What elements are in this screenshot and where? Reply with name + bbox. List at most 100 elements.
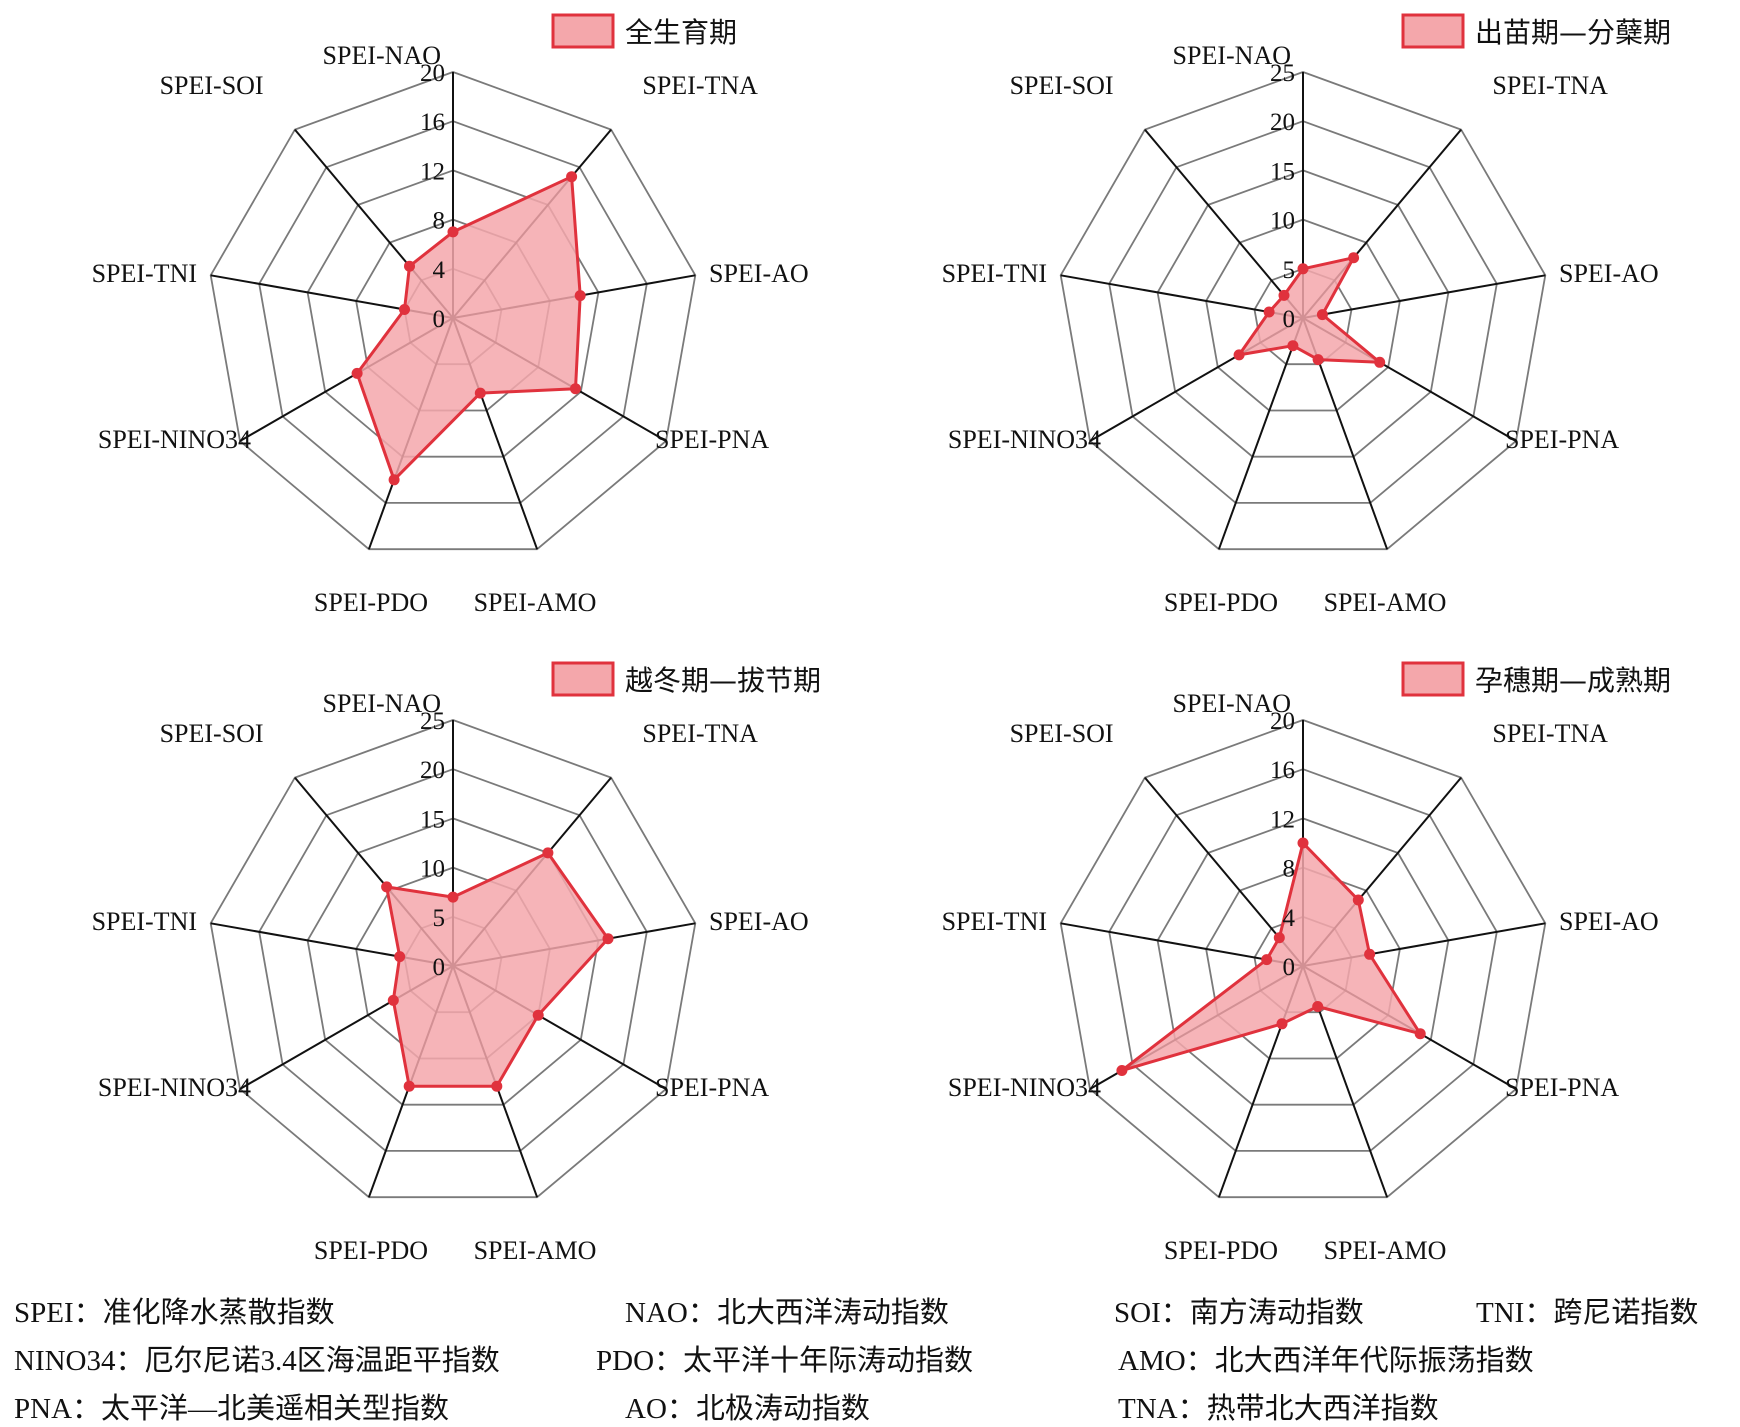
- data-point-spei-ao: [1364, 948, 1376, 960]
- tick-label: 0: [433, 306, 446, 333]
- axis-label-spei-ao: SPEI-AO: [709, 259, 809, 288]
- data-point-spei-amo: [1312, 354, 1324, 366]
- legend-label: 孕穗期—成熟期: [1475, 664, 1671, 697]
- grid-ring: [258, 768, 648, 1152]
- radar-chart-1: 048121620SPEI-NAOSPEI-TNASPEI-AOSPEI-PNA…: [92, 13, 809, 617]
- spoke-spei-soi: [1144, 128, 1304, 319]
- tick-label: 8: [433, 208, 446, 235]
- tick-label: 10: [1270, 208, 1295, 235]
- data-point-spei-ao: [574, 290, 586, 302]
- tick-label: 25: [420, 708, 445, 735]
- axis-label-spei-nao: SPEI-NAO: [1173, 41, 1291, 70]
- spoke-spei-pdo: [1217, 317, 1304, 550]
- axis-label-spei-tna: SPEI-TNA: [642, 71, 758, 100]
- data-area: [355, 175, 582, 482]
- axis-label-spei-amo: SPEI-AMO: [474, 588, 597, 617]
- tick-label: 20: [420, 757, 445, 784]
- data-point-spei-amo: [474, 387, 486, 399]
- grid-ring: [1059, 71, 1547, 551]
- glossary-entry: AO：北极涛动指数: [625, 1392, 870, 1425]
- data-point-spei-pdo: [388, 474, 400, 486]
- glossary-entry: TNA：热带北大西洋指数: [1118, 1392, 1439, 1425]
- data-point-spei-ao: [602, 933, 614, 945]
- grid-ring: [1253, 267, 1353, 366]
- tick-label: 20: [1270, 109, 1295, 136]
- axis-label-spei-nino34: SPEI-NINO34: [948, 1073, 1101, 1102]
- data-point-spei-soi: [1273, 932, 1285, 944]
- tick-label: 20: [420, 60, 445, 87]
- tick-label: 16: [420, 109, 445, 136]
- axis-label-spei-pdo: SPEI-PDO: [314, 588, 428, 617]
- grid-ring: [1059, 719, 1547, 1199]
- axis-label-spei-pdo: SPEI-PDO: [1164, 588, 1278, 617]
- axis-label-spei-tni: SPEI-TNI: [942, 907, 1047, 936]
- data-point-spei-amo: [1312, 1001, 1324, 1012]
- data-point-spei-pna: [570, 383, 581, 395]
- data-point-spei-soi: [404, 260, 415, 272]
- grid-ring: [209, 719, 697, 1199]
- spoke-spei-ao: [1302, 274, 1546, 319]
- data-point-spei-nao: [1297, 837, 1309, 849]
- axis-label-spei-pna: SPEI-PNA: [1505, 425, 1619, 454]
- tick-label: 25: [1270, 60, 1295, 87]
- tick-label: 0: [1283, 954, 1296, 981]
- radar-chart-3: 0510152025SPEI-NAOSPEI-TNASPEI-AOSPEI-PN…: [92, 661, 821, 1265]
- axis-label-spei-pdo: SPEI-PDO: [314, 1236, 428, 1265]
- data-area: [1237, 256, 1382, 364]
- tick-label: 16: [1270, 757, 1295, 784]
- data-point-spei-ao: [1316, 309, 1328, 321]
- data-point-spei-soi: [381, 881, 393, 893]
- data-point-spei-tni: [399, 304, 410, 315]
- legend-label: 出苗期—分蘖期: [1475, 16, 1671, 49]
- legend-swatch: [551, 13, 615, 49]
- grid-ring: [1156, 169, 1450, 458]
- data-point-spei-nao: [447, 891, 459, 903]
- axis-label-spei-tna: SPEI-TNA: [642, 719, 758, 748]
- tick-label: 12: [1270, 806, 1295, 833]
- data-point-spei-tna: [1348, 252, 1360, 264]
- axis-label-spei-tni: SPEI-TNI: [942, 259, 1047, 288]
- tick-label: 5: [433, 905, 446, 932]
- grid-ring: [209, 71, 697, 551]
- tick-label: 0: [433, 954, 446, 981]
- grid-ring: [1108, 120, 1498, 504]
- data-point-spei-pdo: [1287, 340, 1299, 352]
- glossary-entry: NAO：北大西洋涛动指数: [625, 1296, 949, 1329]
- grid-ring: [1156, 817, 1450, 1106]
- tick-label: 15: [420, 806, 445, 833]
- data-point-spei-tna: [566, 171, 578, 183]
- data-point-spei-pna: [532, 1009, 544, 1021]
- axis-label-spei-pdo: SPEI-PDO: [1164, 1236, 1278, 1265]
- radar-charts: 048121620SPEI-NAOSPEI-TNASPEI-AOSPEI-PNA…: [92, 13, 1671, 1265]
- axis-label-spei-tni: SPEI-TNI: [92, 259, 197, 288]
- data-point-spei-nao: [447, 226, 459, 238]
- data-point-spei-pna: [1374, 356, 1386, 368]
- data-point-spei-tna: [1352, 894, 1364, 906]
- axis-label-spei-amo: SPEI-AMO: [474, 1236, 597, 1265]
- data-point-spei-pna: [1414, 1028, 1426, 1040]
- axis-label-spei-tna: SPEI-TNA: [1492, 719, 1608, 748]
- data-point-spei-nino34: [387, 994, 399, 1006]
- glossary-entry: SPEI：准化降水蒸散指数: [14, 1296, 335, 1329]
- axis-label-spei-nino34: SPEI-NINO34: [948, 425, 1101, 454]
- data-point-spei-nino34: [1116, 1065, 1128, 1076]
- axis-label-spei-ao: SPEI-AO: [1559, 259, 1659, 288]
- legend-swatch: [1401, 661, 1465, 697]
- axis-label-spei-ao: SPEI-AO: [709, 907, 809, 936]
- axis-label-spei-ao: SPEI-AO: [1559, 907, 1659, 936]
- legend-swatch: [551, 661, 615, 697]
- tick-label: 8: [1283, 856, 1296, 883]
- data-point-spei-tni: [1261, 954, 1273, 966]
- axis-label-spei-pna: SPEI-PNA: [655, 425, 769, 454]
- glossary-entry: SOI：南方涛动指数: [1114, 1296, 1364, 1329]
- axis-label-spei-nao: SPEI-NAO: [323, 689, 441, 718]
- spoke-spei-tni: [1060, 274, 1304, 319]
- data-point-spei-tni: [394, 951, 406, 963]
- axis-label-spei-nino34: SPEI-NINO34: [98, 425, 251, 454]
- axis-label-spei-amo: SPEI-AMO: [1324, 1236, 1447, 1265]
- glossary-entry: PDO：太平洋十年际涛动指数: [596, 1344, 973, 1377]
- axis-label-spei-pna: SPEI-PNA: [655, 1073, 769, 1102]
- data-point-spei-amo: [491, 1080, 503, 1092]
- axis-label-spei-nao: SPEI-NAO: [323, 41, 441, 70]
